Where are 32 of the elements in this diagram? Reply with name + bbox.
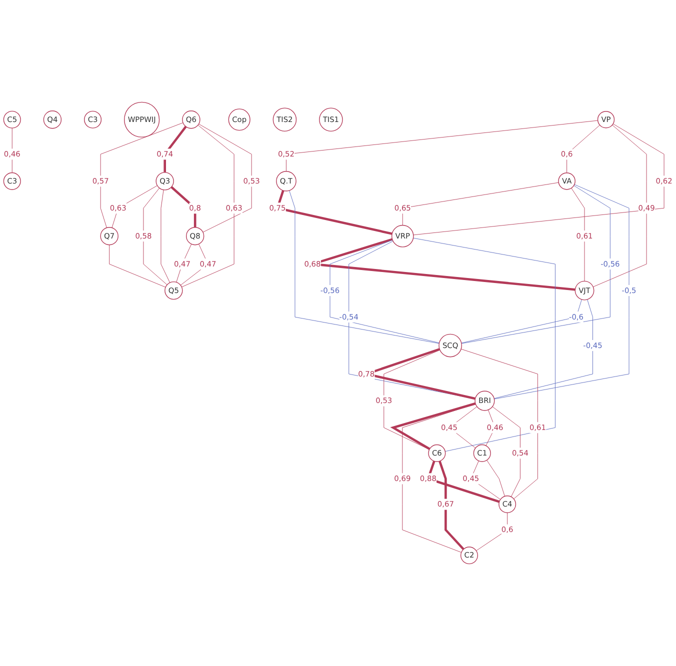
connector (494, 184, 630, 400)
connector (286, 120, 598, 172)
connector (461, 185, 610, 344)
connector (494, 299, 593, 399)
connector (413, 124, 664, 236)
connector (198, 124, 252, 232)
connector (143, 188, 168, 286)
connector (413, 238, 556, 452)
connector (100, 122, 184, 228)
connector (390, 402, 476, 450)
connector (330, 240, 440, 344)
connector (402, 404, 476, 553)
connector (160, 190, 170, 283)
connector (486, 410, 496, 446)
connector (592, 124, 647, 288)
connector (492, 406, 520, 498)
connector (276, 190, 392, 235)
connector (476, 512, 508, 551)
connector (486, 460, 505, 497)
connector (566, 124, 600, 174)
connector (348, 240, 476, 400)
connector (438, 460, 464, 550)
connector (112, 185, 158, 228)
connector (164, 126, 187, 172)
connector (461, 299, 582, 344)
connector (289, 190, 440, 344)
connector (181, 124, 234, 288)
connector (109, 244, 166, 288)
connector (170, 186, 196, 228)
connector (571, 188, 585, 282)
connector (384, 350, 440, 450)
connector (402, 182, 559, 226)
